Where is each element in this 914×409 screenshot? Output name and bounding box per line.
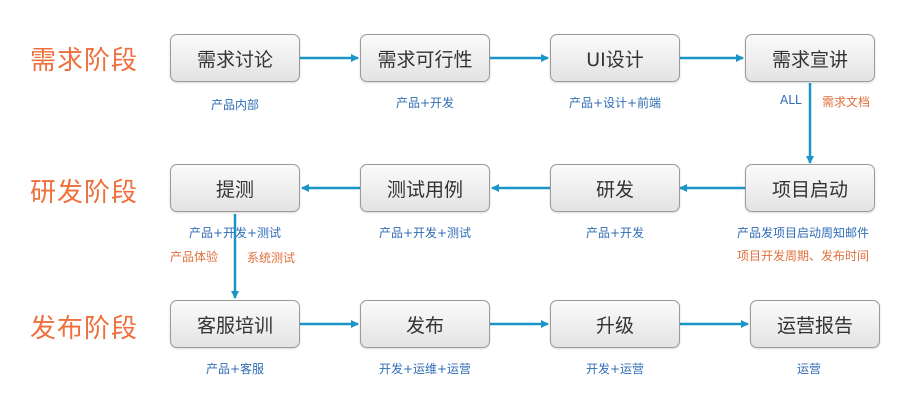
note-dev-ops-operations: 开发+运维+运营 — [378, 362, 472, 376]
note-product-experience: 产品体验 — [170, 250, 219, 264]
note-dev-operations: 开发+运营 — [585, 362, 645, 376]
note-dev-cycle: 项目开发周期、发布时间 — [737, 249, 870, 263]
node-development: 研发 — [550, 164, 680, 212]
stage-label-release: 发布阶段 — [30, 314, 139, 344]
note-kickoff-email: 产品发项目启动周知邮件 — [737, 226, 870, 240]
note-all: ALL — [780, 93, 802, 107]
node-project-kickoff: 项目启动 — [745, 164, 875, 212]
note-system-test: 系统测试 — [247, 251, 296, 265]
node-customer-service-training: 客服培训 — [170, 300, 300, 348]
node-requirement-feasibility: 需求可行性 — [360, 34, 490, 82]
node-test-cases: 测试用例 — [360, 164, 490, 212]
node-upgrade: 升级 — [550, 300, 680, 348]
note-product-cs: 产品+客服 — [205, 362, 265, 376]
node-submit-test: 提测 — [170, 164, 300, 212]
stage-label-development: 研发阶段 — [30, 178, 139, 208]
note-operations: 运营 — [796, 362, 821, 376]
note-product-internal: 产品内部 — [210, 98, 259, 112]
node-requirement-discussion: 需求讨论 — [170, 34, 300, 82]
note-dev-team: 产品+开发 — [585, 226, 645, 240]
note-product-design-frontend: 产品+设计+前端 — [568, 96, 662, 110]
node-release: 发布 — [360, 300, 490, 348]
note-testcase-team: 产品+开发+测试 — [378, 226, 472, 240]
node-ui-design: UI设计 — [550, 34, 680, 82]
note-tice-team: 产品+开发+测试 — [188, 226, 282, 240]
note-product-dev: 产品+开发 — [395, 96, 455, 110]
node-operations-report: 运营报告 — [750, 300, 880, 348]
node-requirement-briefing: 需求宣讲 — [745, 34, 875, 82]
note-requirement-doc: 需求文档 — [822, 95, 871, 109]
stage-label-requirements: 需求阶段 — [30, 46, 139, 76]
